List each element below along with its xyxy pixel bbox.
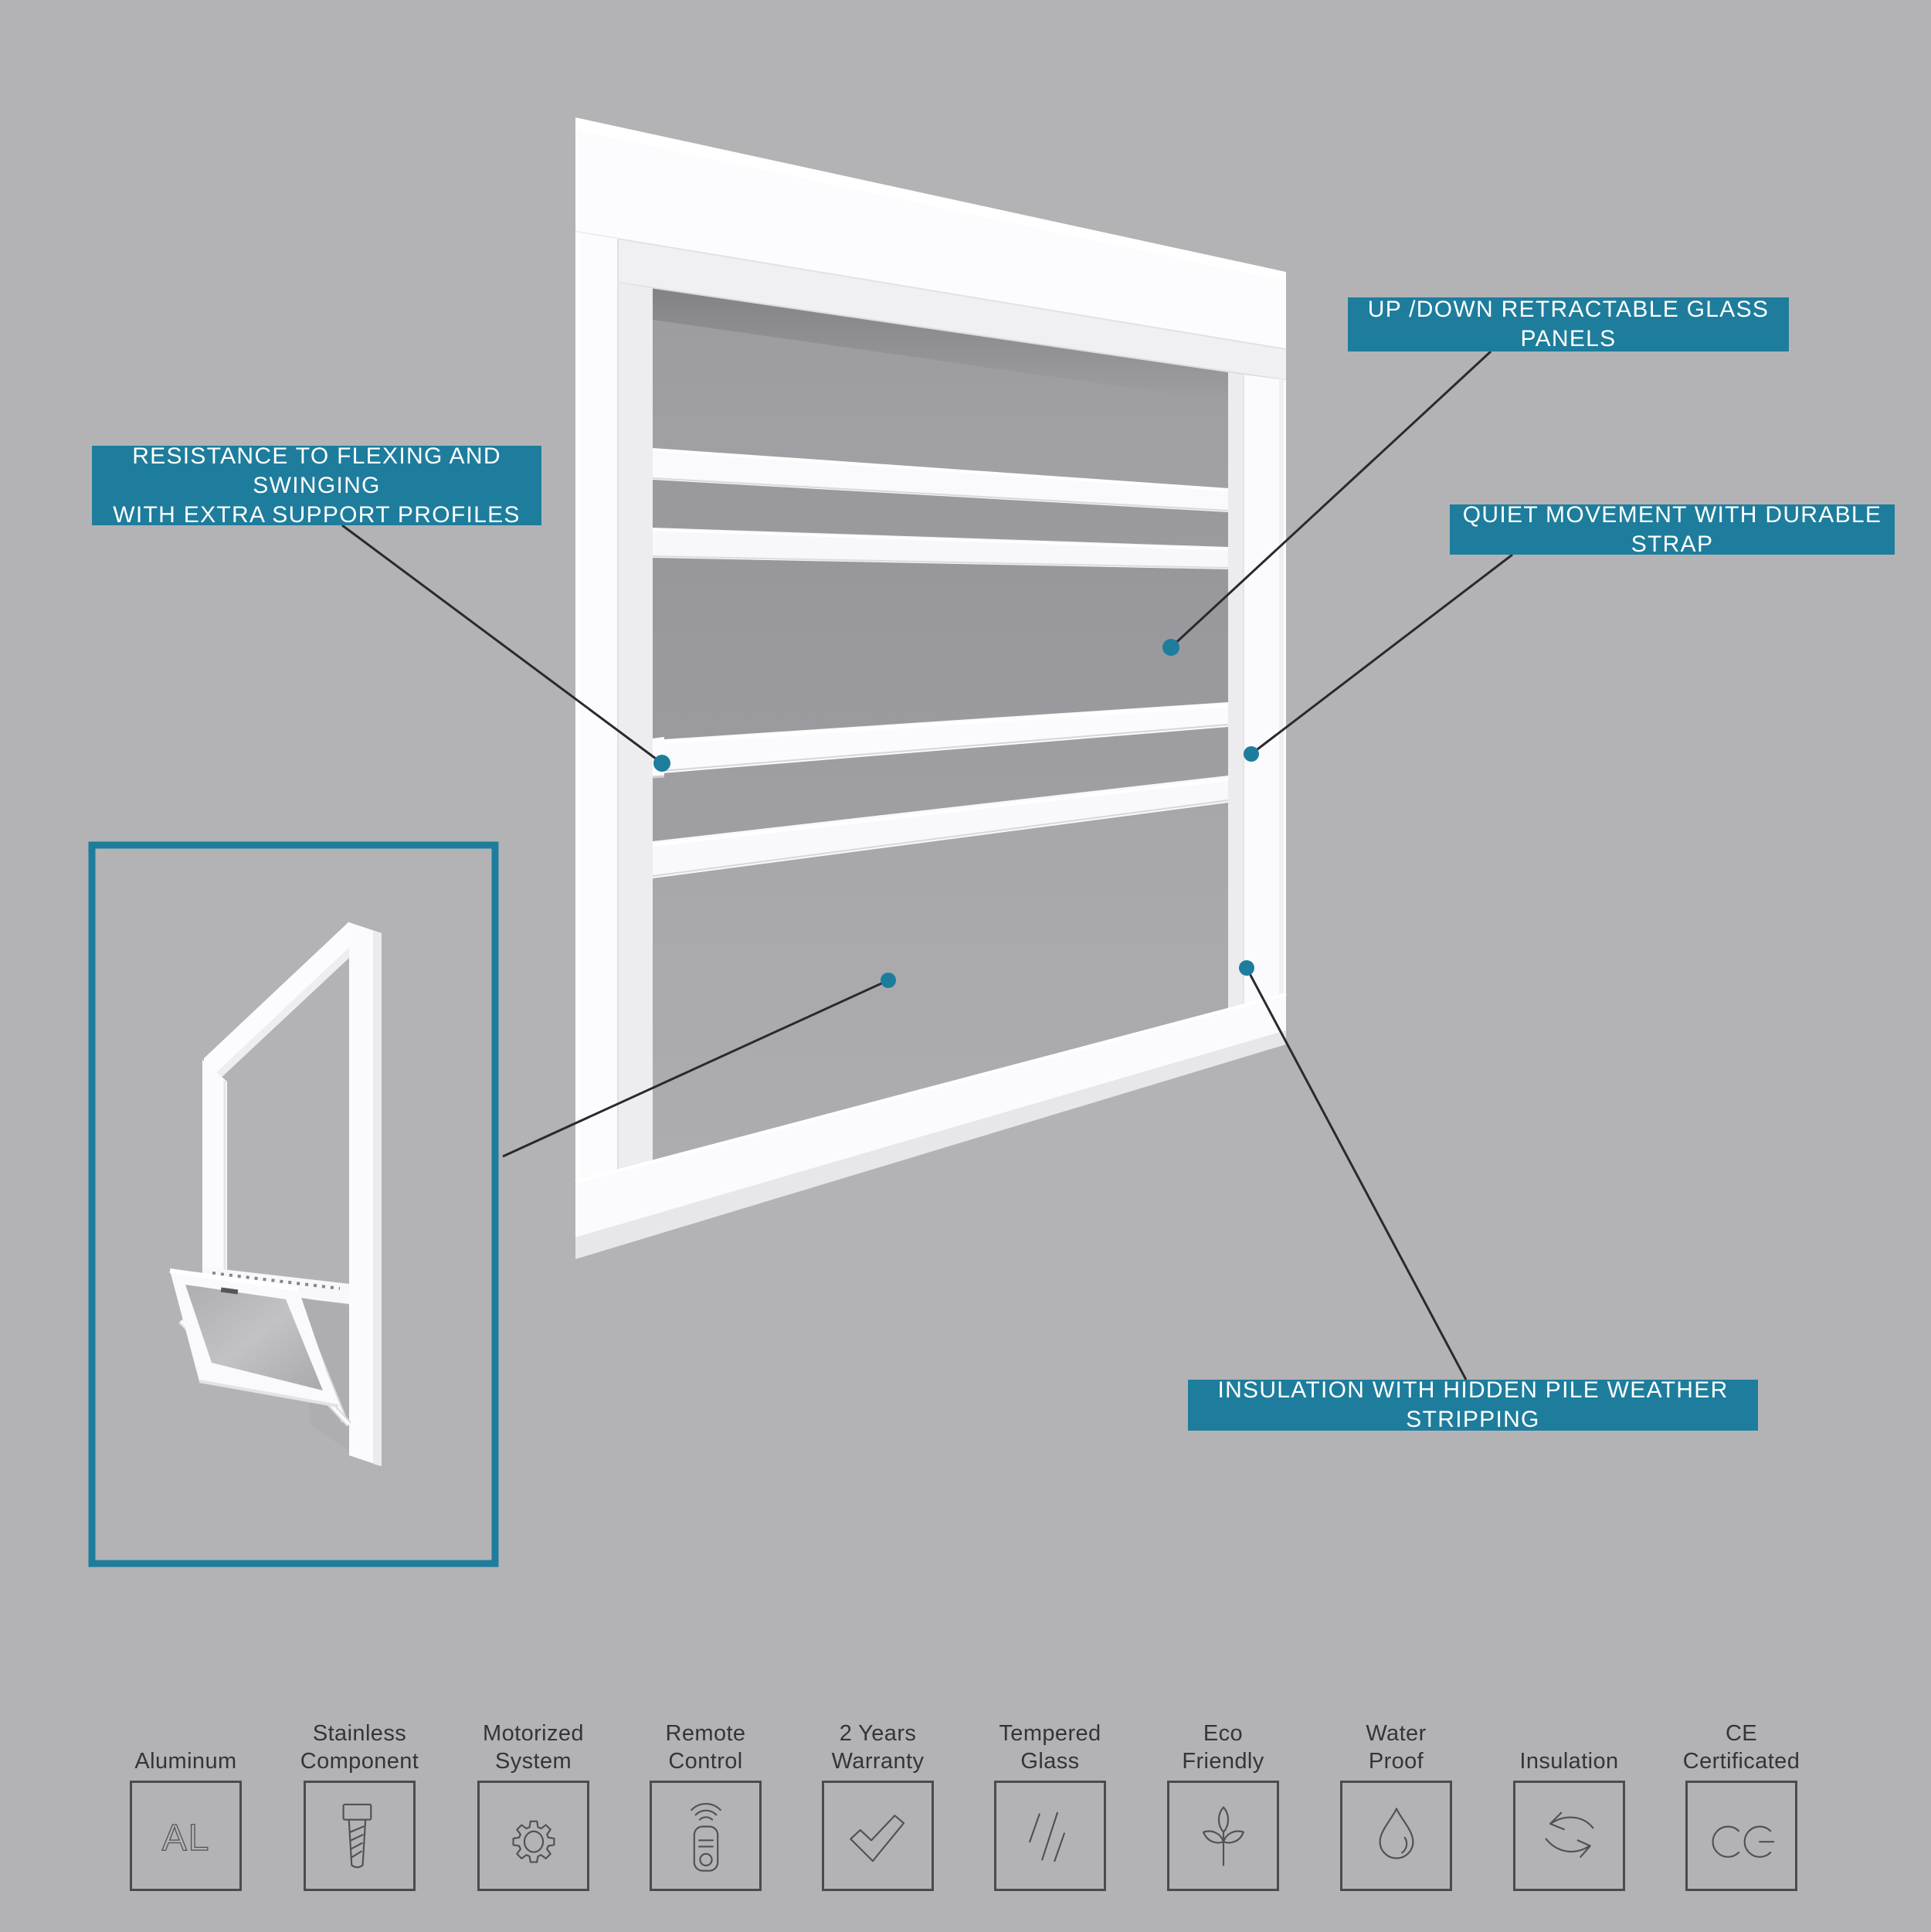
bottom-sill (575, 993, 1287, 1259)
inset-panel-glass (185, 1285, 323, 1390)
screw-icon (342, 1803, 372, 1868)
leaf-icon (1202, 1805, 1244, 1866)
feature-remote-control: Remote Control (650, 1716, 762, 1891)
callout-dot-support (653, 755, 670, 772)
leader-line-insulation (1245, 967, 1468, 1380)
glass-row-3 (653, 558, 1228, 740)
header-lip (575, 232, 1286, 380)
main-window-render (575, 117, 1287, 1259)
water-drop-icon (1379, 1807, 1413, 1859)
feature-label: Water Proof (1366, 1721, 1427, 1774)
svg-text:AL: AL (161, 1816, 210, 1858)
glass-row-2 (653, 480, 1228, 547)
feature-icon-box (994, 1781, 1106, 1891)
callout-weather-stripping: INSULATION WITH HIDDEN PILE WEATHER STRI… (1188, 1377, 1758, 1432)
feature-label: Stainless Component (300, 1721, 419, 1774)
feature-tempered-glass: Tempered Glass (994, 1716, 1106, 1891)
glass-row-strip (653, 727, 1228, 841)
feature-icon-box (822, 1781, 934, 1891)
inset-left-post (202, 1060, 227, 1275)
right-stile (1244, 375, 1286, 1006)
feature-label: Insulation (1519, 1749, 1619, 1774)
callout-support-profiles: RESISTANCE TO FLEXING AND SWINGING WITH … (92, 443, 541, 528)
glass-panel-rails (652, 448, 1229, 878)
feature-icon-box (304, 1781, 416, 1891)
leader-line-inset (502, 979, 889, 1158)
right-jamb (1228, 372, 1244, 1010)
gear-icon (512, 1820, 555, 1863)
callout-dot-inset (881, 973, 896, 988)
feature-stainless-component: Stainless Component (300, 1716, 419, 1891)
feature-label: Remote Control (665, 1721, 746, 1774)
ce-mark-icon (1712, 1825, 1774, 1858)
feature-icon-box (477, 1781, 589, 1891)
feature-icon-box (1167, 1781, 1279, 1891)
feature-eco-friendly: Eco Friendly (1167, 1716, 1279, 1891)
feature-icon-box (1340, 1781, 1452, 1891)
inset-border (88, 841, 499, 1567)
leader-line-retractable (1169, 350, 1492, 649)
tempered-glass-icon (1028, 1811, 1065, 1862)
feature-aluminum: Aluminum AL (130, 1716, 242, 1891)
feature-label: Aluminum (134, 1749, 237, 1774)
callout-retractable-glass-panels: UP /DOWN RETRACTABLE GLASS PANELS (1348, 297, 1789, 351)
feature-2-years-warranty: 2 Years Warranty (822, 1716, 934, 1891)
feature-icon-box (1685, 1781, 1797, 1891)
feature-insulation: Insulation (1513, 1716, 1625, 1891)
left-jamb (618, 283, 653, 1171)
callout-dot-retractable (1162, 639, 1179, 656)
feature-label: Tempered Glass (999, 1721, 1101, 1774)
header-shadow-on-glass (653, 288, 1228, 402)
inset-side-view-render (88, 841, 499, 1567)
leader-line-support (341, 524, 663, 765)
callout-durable-strap: QUIET MOVEMENT WITH DURABLE STRAP (1450, 502, 1895, 557)
leader-line-strap (1251, 553, 1513, 755)
feature-ce-certificated: CE Certificated (1683, 1716, 1800, 1891)
inset-open-panel (169, 1268, 339, 1407)
callout-leaders (341, 350, 1513, 1380)
feature-label: Eco Friendly (1182, 1721, 1264, 1774)
checkmark-icon (849, 1814, 904, 1862)
feature-icon-box (650, 1781, 762, 1891)
remote-icon (690, 1802, 721, 1872)
callout-dot-strap (1244, 746, 1259, 762)
feature-icon-box: AL (130, 1781, 242, 1891)
feature-water-proof: Water Proof (1340, 1716, 1452, 1891)
insulation-arrows-icon (1545, 1811, 1593, 1858)
window-header (575, 117, 1287, 381)
inset-top-bar (204, 922, 349, 1085)
feature-label: CE Certificated (1682, 1721, 1800, 1774)
feature-label: 2 Years Warranty (831, 1721, 925, 1774)
feature-motorized-system: Motorized System (477, 1716, 589, 1891)
left-stile (575, 232, 618, 1182)
aluminum-icon: AL (161, 1816, 210, 1859)
feature-icon-box (1513, 1781, 1625, 1891)
callout-dot-insulation (1239, 960, 1254, 976)
feature-label: Motorized System (483, 1721, 584, 1774)
